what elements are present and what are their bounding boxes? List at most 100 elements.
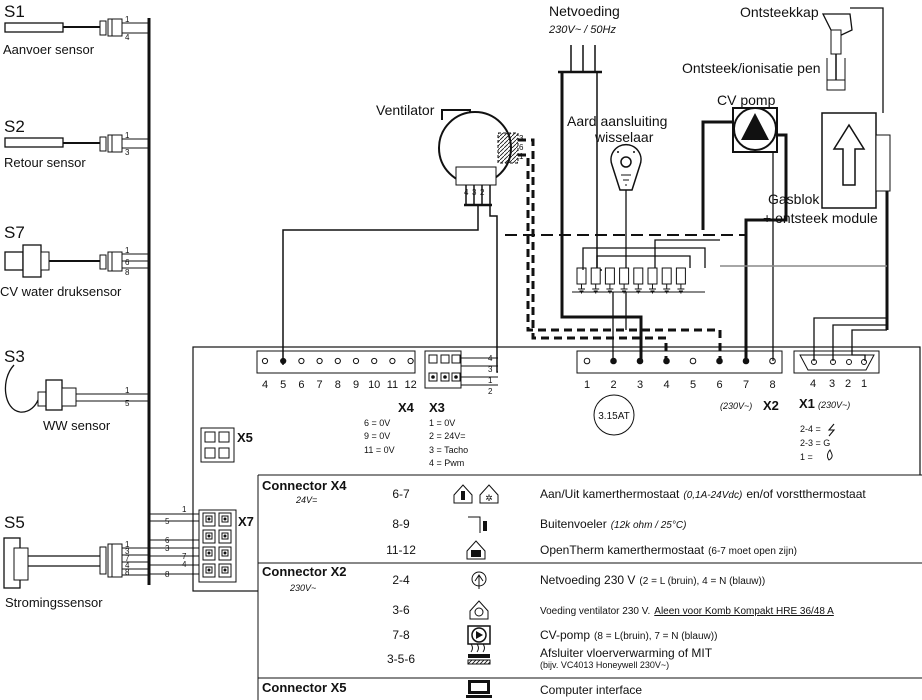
svg-text:7: 7 bbox=[125, 554, 130, 563]
svg-text:+ ontsteek module: + ontsteek module bbox=[763, 210, 878, 226]
x4-pin-label: 6 bbox=[298, 379, 304, 391]
sensor-s5-name: Stromingssensor bbox=[5, 595, 103, 610]
opentherm-icon bbox=[466, 540, 486, 560]
x4-pin-label: 11 bbox=[387, 379, 398, 391]
spark-icon bbox=[827, 423, 836, 437]
x4-pin-label: 8 bbox=[335, 379, 341, 391]
svg-text:3.15AT: 3.15AT bbox=[598, 411, 630, 422]
x4-terminal bbox=[389, 357, 396, 365]
x2-terminal bbox=[583, 357, 591, 365]
x2-terminal bbox=[689, 357, 697, 365]
svg-text:3 = Tacho: 3 = Tacho bbox=[429, 445, 468, 455]
svg-text:(230V~): (230V~) bbox=[818, 400, 850, 410]
svg-text:6: 6 bbox=[165, 536, 170, 545]
legend-pins: 7-8 bbox=[392, 628, 410, 642]
gasblok: Gasblok + ontsteek module bbox=[720, 112, 891, 361]
svg-text:1: 1 bbox=[182, 505, 187, 514]
svg-text:4: 4 bbox=[125, 33, 130, 42]
x4-terminal bbox=[407, 357, 414, 365]
svg-text:1 =: 1 = bbox=[800, 452, 813, 462]
legend-description: Aan/Uit kamerthermostaat(0,1A-24Vdc)en/o… bbox=[540, 487, 866, 501]
svg-text:2-4 =: 2-4 = bbox=[800, 424, 821, 434]
x4-terminal bbox=[352, 357, 360, 365]
svg-text:7: 7 bbox=[182, 552, 187, 561]
svg-text:8: 8 bbox=[125, 568, 130, 577]
sensor-s7-name: CV water druksensor bbox=[0, 284, 122, 299]
x2-pin-label: 1 bbox=[584, 379, 590, 391]
svg-text:(230V~): (230V~) bbox=[720, 401, 752, 411]
legend-voltage: 24V= bbox=[295, 495, 317, 505]
x2-pin-label: 2 bbox=[610, 379, 616, 391]
svg-text:4: 4 bbox=[182, 560, 187, 569]
legend-connector: Connector X4 bbox=[262, 478, 347, 493]
svg-text:6: 6 bbox=[519, 143, 524, 152]
connector-x5: X5 bbox=[200, 427, 253, 463]
ventilator: Ventilator 3 6 1 4 3 2 bbox=[376, 102, 524, 207]
svg-text:1: 1 bbox=[125, 15, 130, 24]
svg-text:X1: X1 bbox=[799, 396, 815, 411]
svg-text:X4: X4 bbox=[398, 400, 415, 415]
svg-text:X3: X3 bbox=[429, 400, 445, 415]
flame-icon bbox=[826, 449, 833, 461]
power-plug-icon bbox=[471, 571, 487, 589]
x2-pin-label: 5 bbox=[690, 379, 696, 391]
legend-description: OpenTherm kamerthermostaat(6-7 moet open… bbox=[540, 543, 797, 557]
sensor-s7-id: S7 bbox=[4, 223, 25, 242]
sensor-s3-name: WW sensor bbox=[43, 418, 111, 433]
svg-text:3: 3 bbox=[125, 148, 130, 157]
svg-text:2-3 = G: 2-3 = G bbox=[800, 438, 830, 448]
legend-voltage: 230V~ bbox=[289, 583, 316, 593]
svg-text:X7: X7 bbox=[238, 514, 254, 529]
svg-text:230V~ / 50Hz: 230V~ / 50Hz bbox=[548, 24, 616, 36]
svg-text:Ontsteekkap: Ontsteekkap bbox=[740, 4, 819, 20]
floor-heating-icon bbox=[467, 643, 491, 665]
svg-text:Gasblok: Gasblok bbox=[768, 191, 820, 207]
svg-text:1: 1 bbox=[861, 378, 867, 390]
legend-description: Voeding ventilator 230 V.Aleen voor Komb… bbox=[540, 606, 834, 617]
legend-description: CV-pomp(8 = L(bruin), 7 = N (blauw)) bbox=[540, 628, 717, 642]
svg-text:3: 3 bbox=[829, 378, 835, 390]
x2-pin-label: 4 bbox=[663, 379, 669, 391]
svg-text:3: 3 bbox=[125, 547, 130, 556]
ground-terminal-strip bbox=[572, 239, 720, 361]
legend-row: 7-8 CV-pomp(8 = L(bruin), 7 = N (blauw)) bbox=[392, 625, 717, 645]
sensor-s2: S2 1 3 Retour sensor bbox=[4, 117, 149, 170]
legend-pins: 8-9 bbox=[392, 517, 410, 531]
x2-pin-label: 7 bbox=[743, 379, 749, 391]
cv-pomp: CV pomp bbox=[701, 92, 788, 361]
x4-pin-label: 10 bbox=[368, 379, 380, 391]
sensor-s2-name: Retour sensor bbox=[4, 155, 86, 170]
svg-text:3: 3 bbox=[488, 365, 493, 374]
pump-icon bbox=[467, 625, 491, 645]
svg-text:4: 4 bbox=[125, 561, 130, 570]
svg-text:8: 8 bbox=[165, 570, 170, 579]
connector-x1: 4 3 2 1 X1 (230V~) 2-4 = 2-3 = G 1 = bbox=[793, 350, 880, 462]
fuse bbox=[593, 394, 635, 436]
sensor-s1-id: S1 bbox=[4, 2, 25, 21]
ontsteek-pen-label: Ontsteek/ionisatie pen bbox=[682, 60, 821, 76]
x4-pin-label: 5 bbox=[280, 379, 286, 391]
fan-house-icon bbox=[469, 600, 489, 620]
x2-pin-label: 8 bbox=[769, 379, 775, 391]
svg-text:X5: X5 bbox=[237, 430, 253, 445]
sensor-s7: S7 1 6 8 CV water druksensor bbox=[0, 223, 149, 299]
legend-description: Computer interface bbox=[540, 683, 642, 697]
svg-text:wisselaar: wisselaar bbox=[594, 129, 654, 145]
svg-text:CV pomp: CV pomp bbox=[717, 92, 776, 108]
sensor-s1-name: Aanvoer sensor bbox=[3, 42, 95, 57]
svg-text:4: 4 bbox=[488, 354, 493, 363]
computer-icon bbox=[466, 680, 492, 698]
x4-pin-label: 9 bbox=[353, 379, 359, 391]
legend-pins: 3-5-6 bbox=[387, 652, 415, 666]
svg-text:1 = 0V: 1 = 0V bbox=[429, 418, 455, 428]
x4-pin-label: 7 bbox=[317, 379, 323, 391]
svg-text:Aard aansluiting: Aard aansluiting bbox=[567, 113, 667, 129]
x4-terminal bbox=[334, 357, 341, 365]
svg-text:3: 3 bbox=[165, 544, 170, 553]
svg-text:Netvoeding: Netvoeding bbox=[549, 3, 620, 19]
sensor-s3: S3 1 5 WW sensor bbox=[4, 347, 149, 433]
